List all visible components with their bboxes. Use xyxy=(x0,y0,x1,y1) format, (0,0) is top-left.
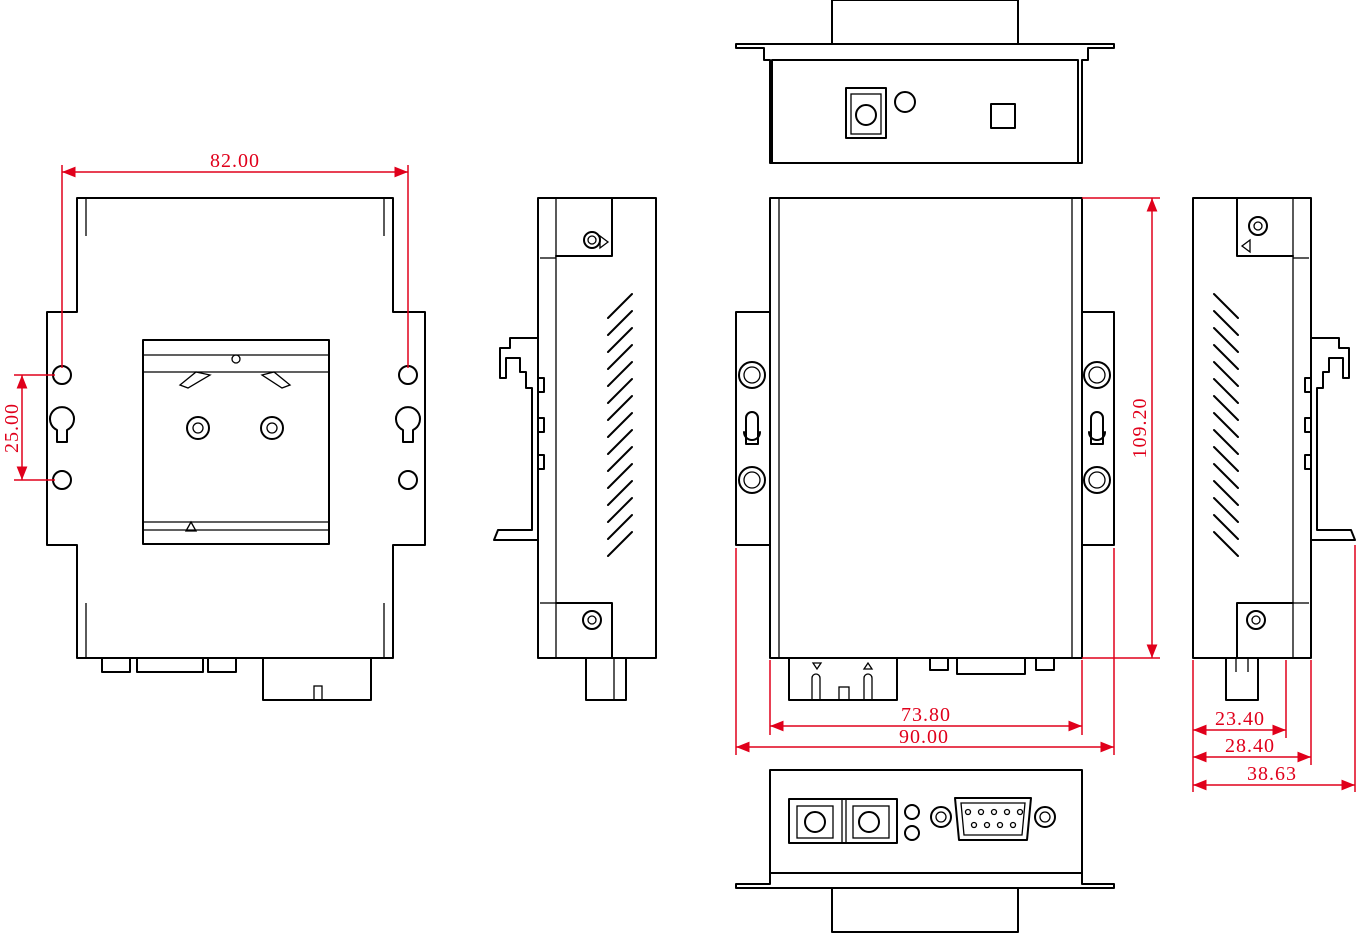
keyhole-slot-icon xyxy=(49,406,75,443)
front-outer-width-dimension: 90.00 xyxy=(735,548,1115,755)
top-view xyxy=(735,0,1115,164)
front-height-label: 109.20 xyxy=(1129,398,1151,459)
screw-icon xyxy=(1246,610,1266,630)
mount-hole xyxy=(52,365,72,385)
fiber-sc-port-icon xyxy=(788,798,898,844)
side-depth-dimension-2: 28.40 xyxy=(1193,660,1312,765)
right-side-view xyxy=(1192,197,1356,701)
keyhole-slot-icon xyxy=(743,411,761,445)
screw-icon xyxy=(582,610,602,630)
screw-icon xyxy=(583,231,601,249)
mount-hole xyxy=(398,365,418,385)
mount-hole xyxy=(52,470,72,490)
front-inner-width-label: 73.80 xyxy=(901,704,951,726)
db9-connector-icon xyxy=(930,797,1056,841)
din-rail-clip-icon xyxy=(142,339,330,545)
led-icon xyxy=(894,91,916,113)
side-depth-dimension-3: 38.63 xyxy=(1193,545,1356,792)
vent-slots-icon xyxy=(1213,293,1239,557)
back-hole-spacing-dimension: 25.00 xyxy=(1,374,55,481)
keyhole-slot-icon xyxy=(1088,411,1106,445)
fiber-sc-port-icon xyxy=(788,657,898,701)
switch-icon xyxy=(990,103,1016,129)
side-depth-label-3: 38.63 xyxy=(1247,763,1297,785)
back-width-dimension: 82.00 xyxy=(61,150,409,368)
front-height-dimension: 109.20 xyxy=(1082,197,1160,659)
bottom-view xyxy=(735,769,1115,933)
back-hole-spacing-label: 25.00 xyxy=(1,403,23,453)
back-view xyxy=(46,197,426,701)
led-icon xyxy=(904,804,920,820)
led-icon xyxy=(904,825,920,841)
back-width-label: 82.00 xyxy=(210,150,260,172)
front-outer-width-label: 90.00 xyxy=(899,726,949,748)
side-depth-label-2: 28.40 xyxy=(1225,735,1275,757)
side-depth-dimension-1: 23.40 xyxy=(1192,660,1287,792)
front-inner-width-dimension: 73.80 xyxy=(769,660,1083,735)
left-side-view xyxy=(493,197,657,701)
screw-icon xyxy=(1248,216,1268,236)
keyhole-slot-icon xyxy=(395,406,421,443)
vent-slots-icon xyxy=(607,293,633,557)
side-depth-label-1: 23.40 xyxy=(1215,708,1265,730)
power-jack-icon xyxy=(845,87,887,139)
mount-hole xyxy=(398,470,418,490)
front-view xyxy=(735,197,1115,701)
